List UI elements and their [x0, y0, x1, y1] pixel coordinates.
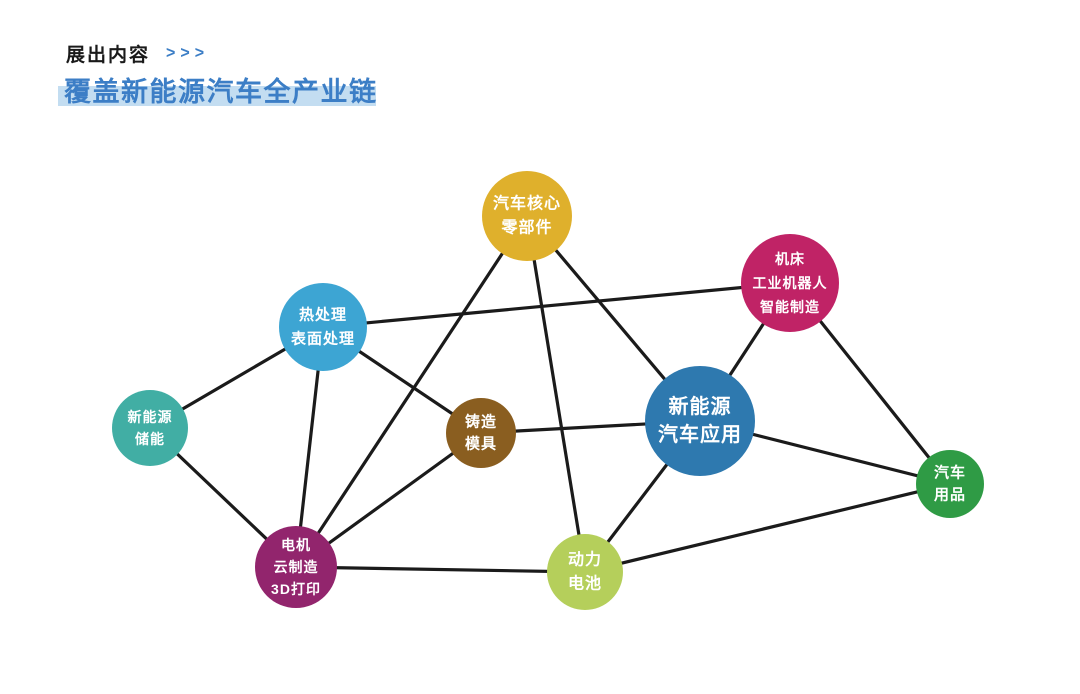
node-label: 热处理 [299, 306, 347, 324]
node-auto-core-parts-circle [482, 171, 572, 261]
node-label: 表面处理 [291, 330, 355, 348]
node-label: 汽车应用 [658, 422, 742, 446]
edge-motor-cloud-3d-power-battery [294, 565, 587, 574]
node-label: 工业机器人 [753, 275, 828, 291]
node-heat-surface-circle [279, 283, 367, 371]
node-machine-robots-circle [741, 234, 839, 332]
edge-auto-core-parts-motor-cloud-3d [294, 214, 529, 569]
node-motor-cloud-3d-circle [255, 526, 337, 608]
node-label: 电池 [568, 574, 602, 593]
node-nev-application-circle [645, 366, 755, 476]
node-energy-storage-circle [112, 390, 188, 466]
node-power-battery: 动力 电池 [547, 534, 623, 610]
node-machine-robots: 机床 工业机器人 智能制造 [741, 234, 839, 332]
header: 展出内容 >>> [66, 40, 209, 67]
node-label: 汽车 [934, 464, 966, 482]
node-casting-molds-circle [446, 398, 516, 468]
node-label: 机床 [775, 251, 805, 267]
node-label: 模具 [465, 435, 497, 453]
node-label: 汽车核心 [493, 194, 561, 213]
node-label: 新能源 [128, 409, 173, 425]
node-label: 储能 [134, 431, 165, 447]
node-casting-molds: 铸造 模具 [446, 398, 516, 468]
node-label: 电机 [281, 537, 311, 553]
node-label: 云制造 [274, 559, 319, 575]
node-nev-application: 新能源 汽车应用 [645, 366, 755, 476]
node-label: 铸造 [465, 413, 497, 431]
node-power-battery-circle [547, 534, 623, 610]
node-label: 3D打印 [271, 581, 321, 597]
node-motor-cloud-3d: 电机 云制造 3D打印 [255, 526, 337, 608]
node-energy-storage: 新能源 储能 [112, 390, 188, 466]
node-label: 动力 [568, 550, 602, 569]
node-label: 用品 [934, 487, 966, 504]
node-auto-supplies-circle [916, 450, 984, 518]
eyebrow-label: 展出内容 [66, 45, 151, 66]
chevrons-icon: >>> [166, 44, 210, 62]
node-label: 零部件 [500, 218, 552, 237]
node-auto-supplies: 汽车 用品 [916, 450, 984, 518]
node-heat-surface: 热处理 表面处理 [279, 283, 367, 371]
edge-auto-core-parts-power-battery [525, 214, 587, 574]
title-block: 覆盖新能源汽车全产业链 [58, 70, 378, 109]
node-label: 智能制造 [759, 299, 820, 315]
nodes: 汽车核心 零部件 机床 工业机器人 智能制造 热处理 表面处理 新能源 储能 [112, 171, 984, 610]
node-auto-core-parts: 汽车核心 零部件 [482, 171, 572, 261]
edge-heat-surface-machine-robots [321, 281, 792, 329]
node-label: 新能源 [669, 394, 732, 418]
title-highlight [58, 86, 376, 106]
page-title: 覆盖新能源汽车全产业链 [64, 77, 378, 107]
edge-power-battery-auto-supplies [583, 482, 952, 574]
